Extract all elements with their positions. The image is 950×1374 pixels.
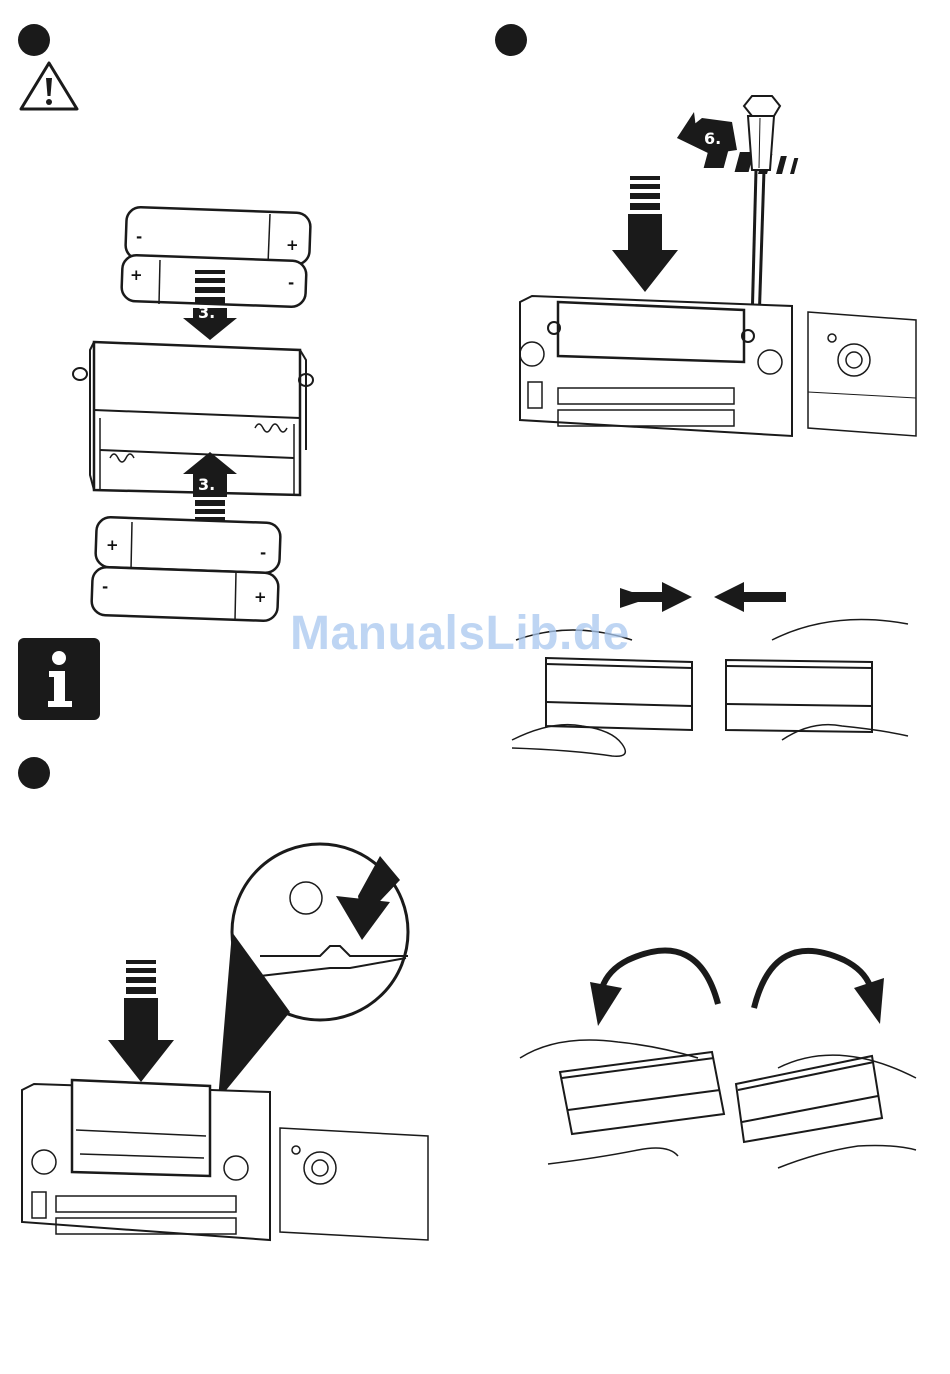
battery-plus-label: + <box>130 266 143 284</box>
battery-bottom-a: + - <box>95 517 281 573</box>
track-left <box>546 658 692 730</box>
detail-magnifier <box>218 844 408 1100</box>
battery-minus-label: - <box>260 544 266 562</box>
track-right <box>736 1056 882 1142</box>
battery-bottom-b: - + <box>91 567 279 621</box>
battery-minus-label: - <box>102 578 108 596</box>
battery-minus-label: - <box>288 274 294 292</box>
step-marker-2 <box>495 24 527 56</box>
screw-rotation-arrow: 6. <box>677 112 798 174</box>
bend-apart-arrows <box>590 951 884 1026</box>
battery-plus-label: + <box>106 536 119 554</box>
locomotive-body <box>22 1080 428 1240</box>
locomotive-body <box>520 296 916 436</box>
battery-insertion-illustration: - + + - 3. 3. <box>70 200 320 625</box>
info-icon <box>18 638 100 720</box>
step-number-label: 3. <box>198 303 215 322</box>
screwdriver <box>744 96 780 324</box>
battery-box-install-illustration <box>20 836 430 1246</box>
box-down-arrow <box>108 960 174 1082</box>
battery-plus-label: + <box>286 236 299 254</box>
warning-triangle-icon <box>18 60 80 112</box>
step-marker-1 <box>18 24 50 56</box>
step-marker-3 <box>18 757 50 789</box>
track-right <box>726 660 872 732</box>
battery-lid-screw-illustration: 6. <box>512 92 922 442</box>
track-left <box>560 1052 724 1134</box>
step-number-label: 6. <box>704 129 721 148</box>
lid-down-arrow <box>612 176 678 292</box>
battery-plus-label: + <box>254 588 267 606</box>
watermark-text: ManualsLib.de <box>290 606 670 661</box>
track-disconnect-illustration <box>518 938 918 1176</box>
battery-minus-label: - <box>136 228 142 246</box>
step-number-label: 3. <box>198 475 215 494</box>
